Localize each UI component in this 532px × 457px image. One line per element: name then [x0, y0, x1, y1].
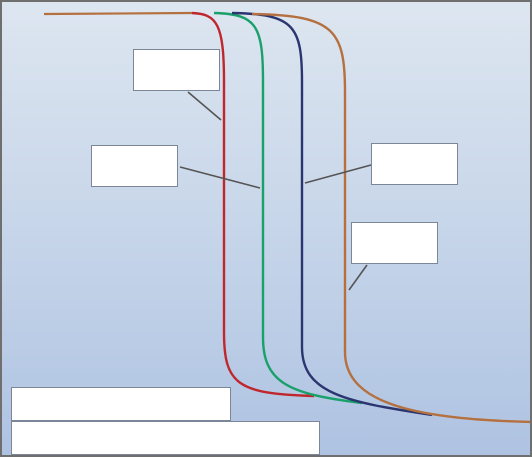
leader-line-brown [348, 264, 368, 291]
legend-box-2 [11, 421, 320, 455]
label-box-red [133, 49, 220, 91]
legend-box-1 [11, 387, 231, 421]
leader-line-navy [304, 164, 372, 184]
curve-brown [251, 12, 530, 424]
label-box-navy [371, 143, 458, 185]
curve-red [191, 11, 315, 398]
label-box-green [91, 145, 178, 187]
curve-green [213, 11, 363, 405]
leader-line-green [179, 166, 261, 189]
leader-line-red [187, 91, 222, 121]
label-box-brown [351, 222, 438, 264]
curve-plateau-top [43, 11, 193, 16]
curve-navy [231, 11, 433, 417]
